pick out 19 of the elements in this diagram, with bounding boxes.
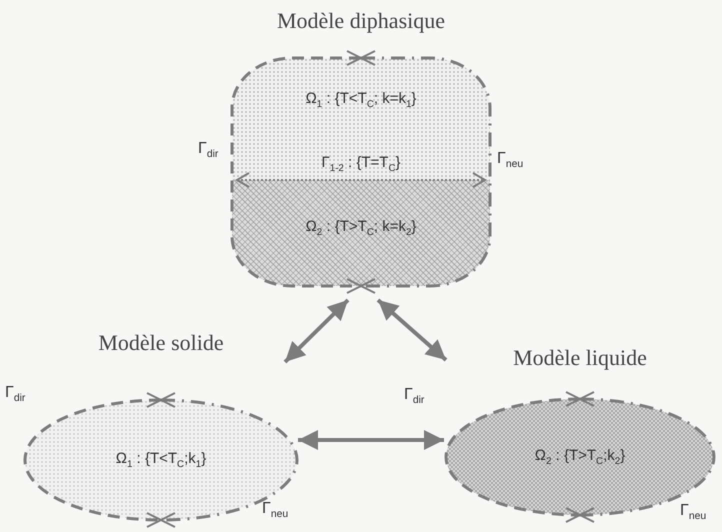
model-title: Modèle liquide — [513, 345, 647, 371]
region-formula: Ω$_{1}$ : {T<T$_{C}$;k$_{1}$} — [116, 450, 206, 470]
boundary-label: Γ$_{dir}$ — [5, 384, 26, 404]
double-arrow — [298, 430, 444, 450]
model-title: Modèle solide — [98, 330, 224, 356]
region-formula: Ω$_{2}$ : {T>T$_{C}$;k$_{2}$} — [534, 447, 626, 467]
double-arrow — [284, 298, 350, 364]
boundary-label: Γ$_{dir}$ — [404, 386, 424, 406]
model-title: Modèle diphasique — [276, 8, 446, 34]
region-formula: Ω$_{1}$ : {T<T$_{C}$; k=k$_{1}$} — [306, 90, 416, 110]
double-arrow — [376, 298, 448, 362]
boundary-label: Γ$_{neu}$ — [680, 502, 706, 522]
boundary-label: Γ$_{dir}$ — [198, 140, 218, 160]
interface-label: Γ$_{1-2}$ : {T=T$_{C}$} — [321, 154, 401, 174]
subdomain-region — [232, 58, 490, 180]
region-formula: Ω$_{2}$ : {T>T$_{C}$; k=k$_{2}$} — [306, 218, 416, 238]
boundary-label: Γ$_{neu}$ — [262, 500, 288, 520]
boundary-label: Γ$_{neu}$ — [497, 150, 524, 170]
subdomain-region — [232, 180, 490, 286]
